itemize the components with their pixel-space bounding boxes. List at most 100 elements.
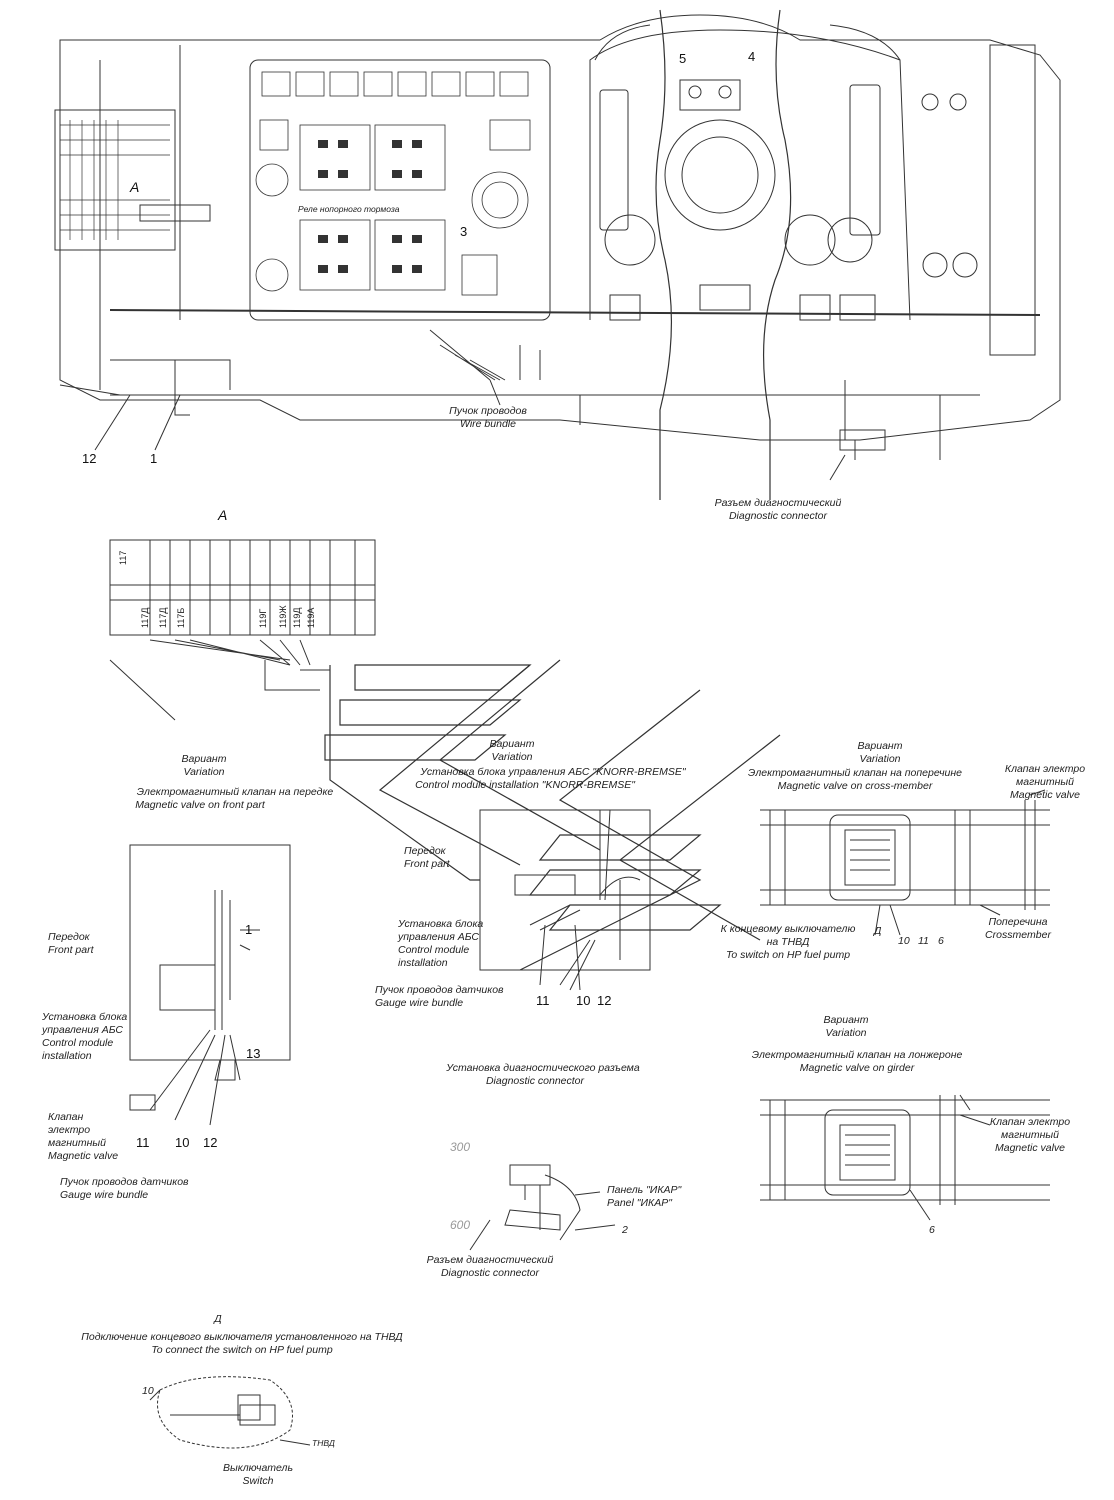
right1-caption-ru: Электромагнитный клапан на поперечине <box>748 767 962 779</box>
center-front-ru: Передок <box>404 845 446 857</box>
callout-5: 5 <box>679 51 687 66</box>
left-front-en: Front part <box>48 944 94 956</box>
right1-callout-d: Д <box>874 925 882 937</box>
center-callout-12: 12 <box>597 993 612 1008</box>
left-caption-ru: Электромагнитный клапан на передке <box>136 786 334 798</box>
right-variation-1-drawing <box>760 789 1050 936</box>
left-variant-en: Variation <box>183 766 225 778</box>
view-a-title: А <box>218 507 228 523</box>
left-valve-ru-1: Клапан <box>48 1111 84 1123</box>
right2-callout-6: 6 <box>929 1224 935 1236</box>
right2-variant-en: Variation <box>825 1027 867 1039</box>
panel-ikar-ru: Панель "ИКАР" <box>607 1184 682 1196</box>
left-install-en-1: Control module <box>42 1037 114 1049</box>
right2-valve-en: Magnetic valve <box>994 1142 1066 1154</box>
right1-switch-en: To switch on HP fuel pump <box>725 949 851 961</box>
center-gauge-en: Gauge wire bundle <box>375 997 464 1009</box>
code-117: 117 <box>118 550 128 565</box>
center-caption-en: Control module installation "KNORR-BREMS… <box>415 779 635 791</box>
right2-variant-ru: Вариант <box>823 1014 869 1026</box>
lightning-symbol <box>324 659 781 971</box>
left-valve-ru-3: магнитный <box>48 1137 106 1149</box>
left-gauge-en: Gauge wire bundle <box>60 1189 149 1201</box>
diag-connector-en: Diagnostic connector <box>728 510 828 522</box>
center-install-en-2: installation <box>398 957 448 969</box>
diag-install-callout-2: 2 <box>622 1224 628 1236</box>
callout-1: 1 <box>150 451 158 466</box>
right-variation-2-drawing <box>760 1094 1050 1221</box>
callout-12: 12 <box>82 451 97 466</box>
left-callout-11: 11 <box>136 1135 150 1150</box>
callout-3: 3 <box>460 224 468 239</box>
center-callout-11: 11 <box>536 993 550 1008</box>
left-variant-ru: Вариант <box>181 753 227 765</box>
right1-switch-ru-1: К концевому выключателю <box>720 923 856 935</box>
wire-bundle-ru: Пучок проводов <box>449 405 527 417</box>
relay-label: Реле нопорного тормоза <box>298 204 400 214</box>
view-d-drawing <box>149 1376 311 1449</box>
diag-connector-ru: Разъем диагностический <box>714 497 842 509</box>
left-callout-10: 10 <box>175 1135 190 1150</box>
right1-valve-ru-2: магнитный <box>1016 776 1074 788</box>
knorr-install-drawing <box>479 809 651 991</box>
right1-switch-ru-2: на ТНВД <box>766 936 810 948</box>
right1-variant-ru: Вариант <box>857 740 903 752</box>
left-caption-en: Magnetic valve on front part <box>135 799 265 811</box>
view-a-drawing <box>109 539 376 721</box>
right1-valve-ru-1: Клапан электро <box>1004 763 1086 775</box>
center-variant-en: Variation <box>491 751 533 763</box>
right1-callout-11: 11 <box>918 935 929 947</box>
ghost-600: 600 <box>450 1218 471 1232</box>
callout-4: 4 <box>748 49 756 64</box>
left-callout-12: 12 <box>203 1135 218 1150</box>
diag-connector-2-ru: Разъем диагностический <box>426 1254 554 1266</box>
switch-label-ru: Выключатель <box>223 1462 293 1474</box>
left-install-en-2: installation <box>42 1050 92 1062</box>
view-d-callout-10: 10 <box>142 1385 154 1397</box>
code-117d-2: 117Д <box>158 607 168 628</box>
center-install-en-1: Control module <box>398 944 470 956</box>
left-valve-ru-2: электро <box>48 1124 91 1136</box>
view-d-caption-en: To connect the switch on HP fuel pump <box>151 1344 333 1356</box>
right1-variant-en: Variation <box>859 753 901 765</box>
right1-callout-10: 10 <box>898 935 910 947</box>
code-117d-1: 117Д <box>140 607 150 628</box>
left-install-ru-2: управления АБС <box>42 1024 123 1036</box>
right2-caption-ru: Электромагнитный клапан на лонжероне <box>751 1049 963 1061</box>
diag-install-caption-ru: Установка диагностического разъема <box>446 1062 640 1074</box>
code-117b: 117Б <box>176 607 186 628</box>
left-gauge-ru: Пучок проводов датчиков <box>60 1176 189 1188</box>
center-install-ru-1: Установка блока <box>398 918 484 930</box>
left-callout-1: 1 <box>245 922 253 937</box>
center-caption-ru: Установка блока управления АБС "KNORR-BR… <box>420 766 686 778</box>
right2-valve-ru-1: Клапан электро <box>989 1116 1071 1128</box>
right1-crossmember-ru: Поперечина <box>988 916 1048 928</box>
view-d-tag: ТНВД <box>312 1438 335 1448</box>
left-install-ru-1: Установка блока <box>42 1011 128 1023</box>
code-119a: 119А <box>306 607 316 628</box>
right2-valve-ru-2: магнитный <box>1001 1129 1059 1141</box>
center-front-en: Front part <box>404 858 450 870</box>
right1-valve-en: Magnetic valve <box>1009 789 1081 801</box>
right1-callout-6: 6 <box>938 935 944 947</box>
dashboard-panel <box>54 9 1061 500</box>
center-install-ru-2: управления АБС <box>398 931 479 943</box>
diag-install-caption-en: Diagnostic connector <box>485 1075 585 1087</box>
left-front-ru: Передок <box>48 931 90 943</box>
left-callout-13: 13 <box>246 1046 261 1061</box>
center-callout-10: 10 <box>576 993 591 1008</box>
switch-label-en: Switch <box>242 1475 274 1487</box>
code-119d: 119Д <box>292 607 302 628</box>
left-valve-en: Magnetic valve <box>48 1150 119 1162</box>
center-gauge-ru: Пучок проводов датчиков <box>375 984 504 996</box>
right1-crossmember-en: Crossmember <box>985 929 1051 941</box>
ghost-300: 300 <box>450 1140 471 1154</box>
left-variation-drawing <box>129 844 291 1126</box>
code-119g: 119Г <box>258 608 268 628</box>
view-d-caption-ru: Подключение концевого выключателя устано… <box>81 1331 403 1343</box>
right2-caption-en: Magnetic valve on girder <box>799 1062 915 1074</box>
diag-connector-2-en: Diagnostic connector <box>440 1267 540 1279</box>
wire-bundle-en: Wire bundle <box>460 418 516 430</box>
callout-a: A <box>130 179 140 195</box>
